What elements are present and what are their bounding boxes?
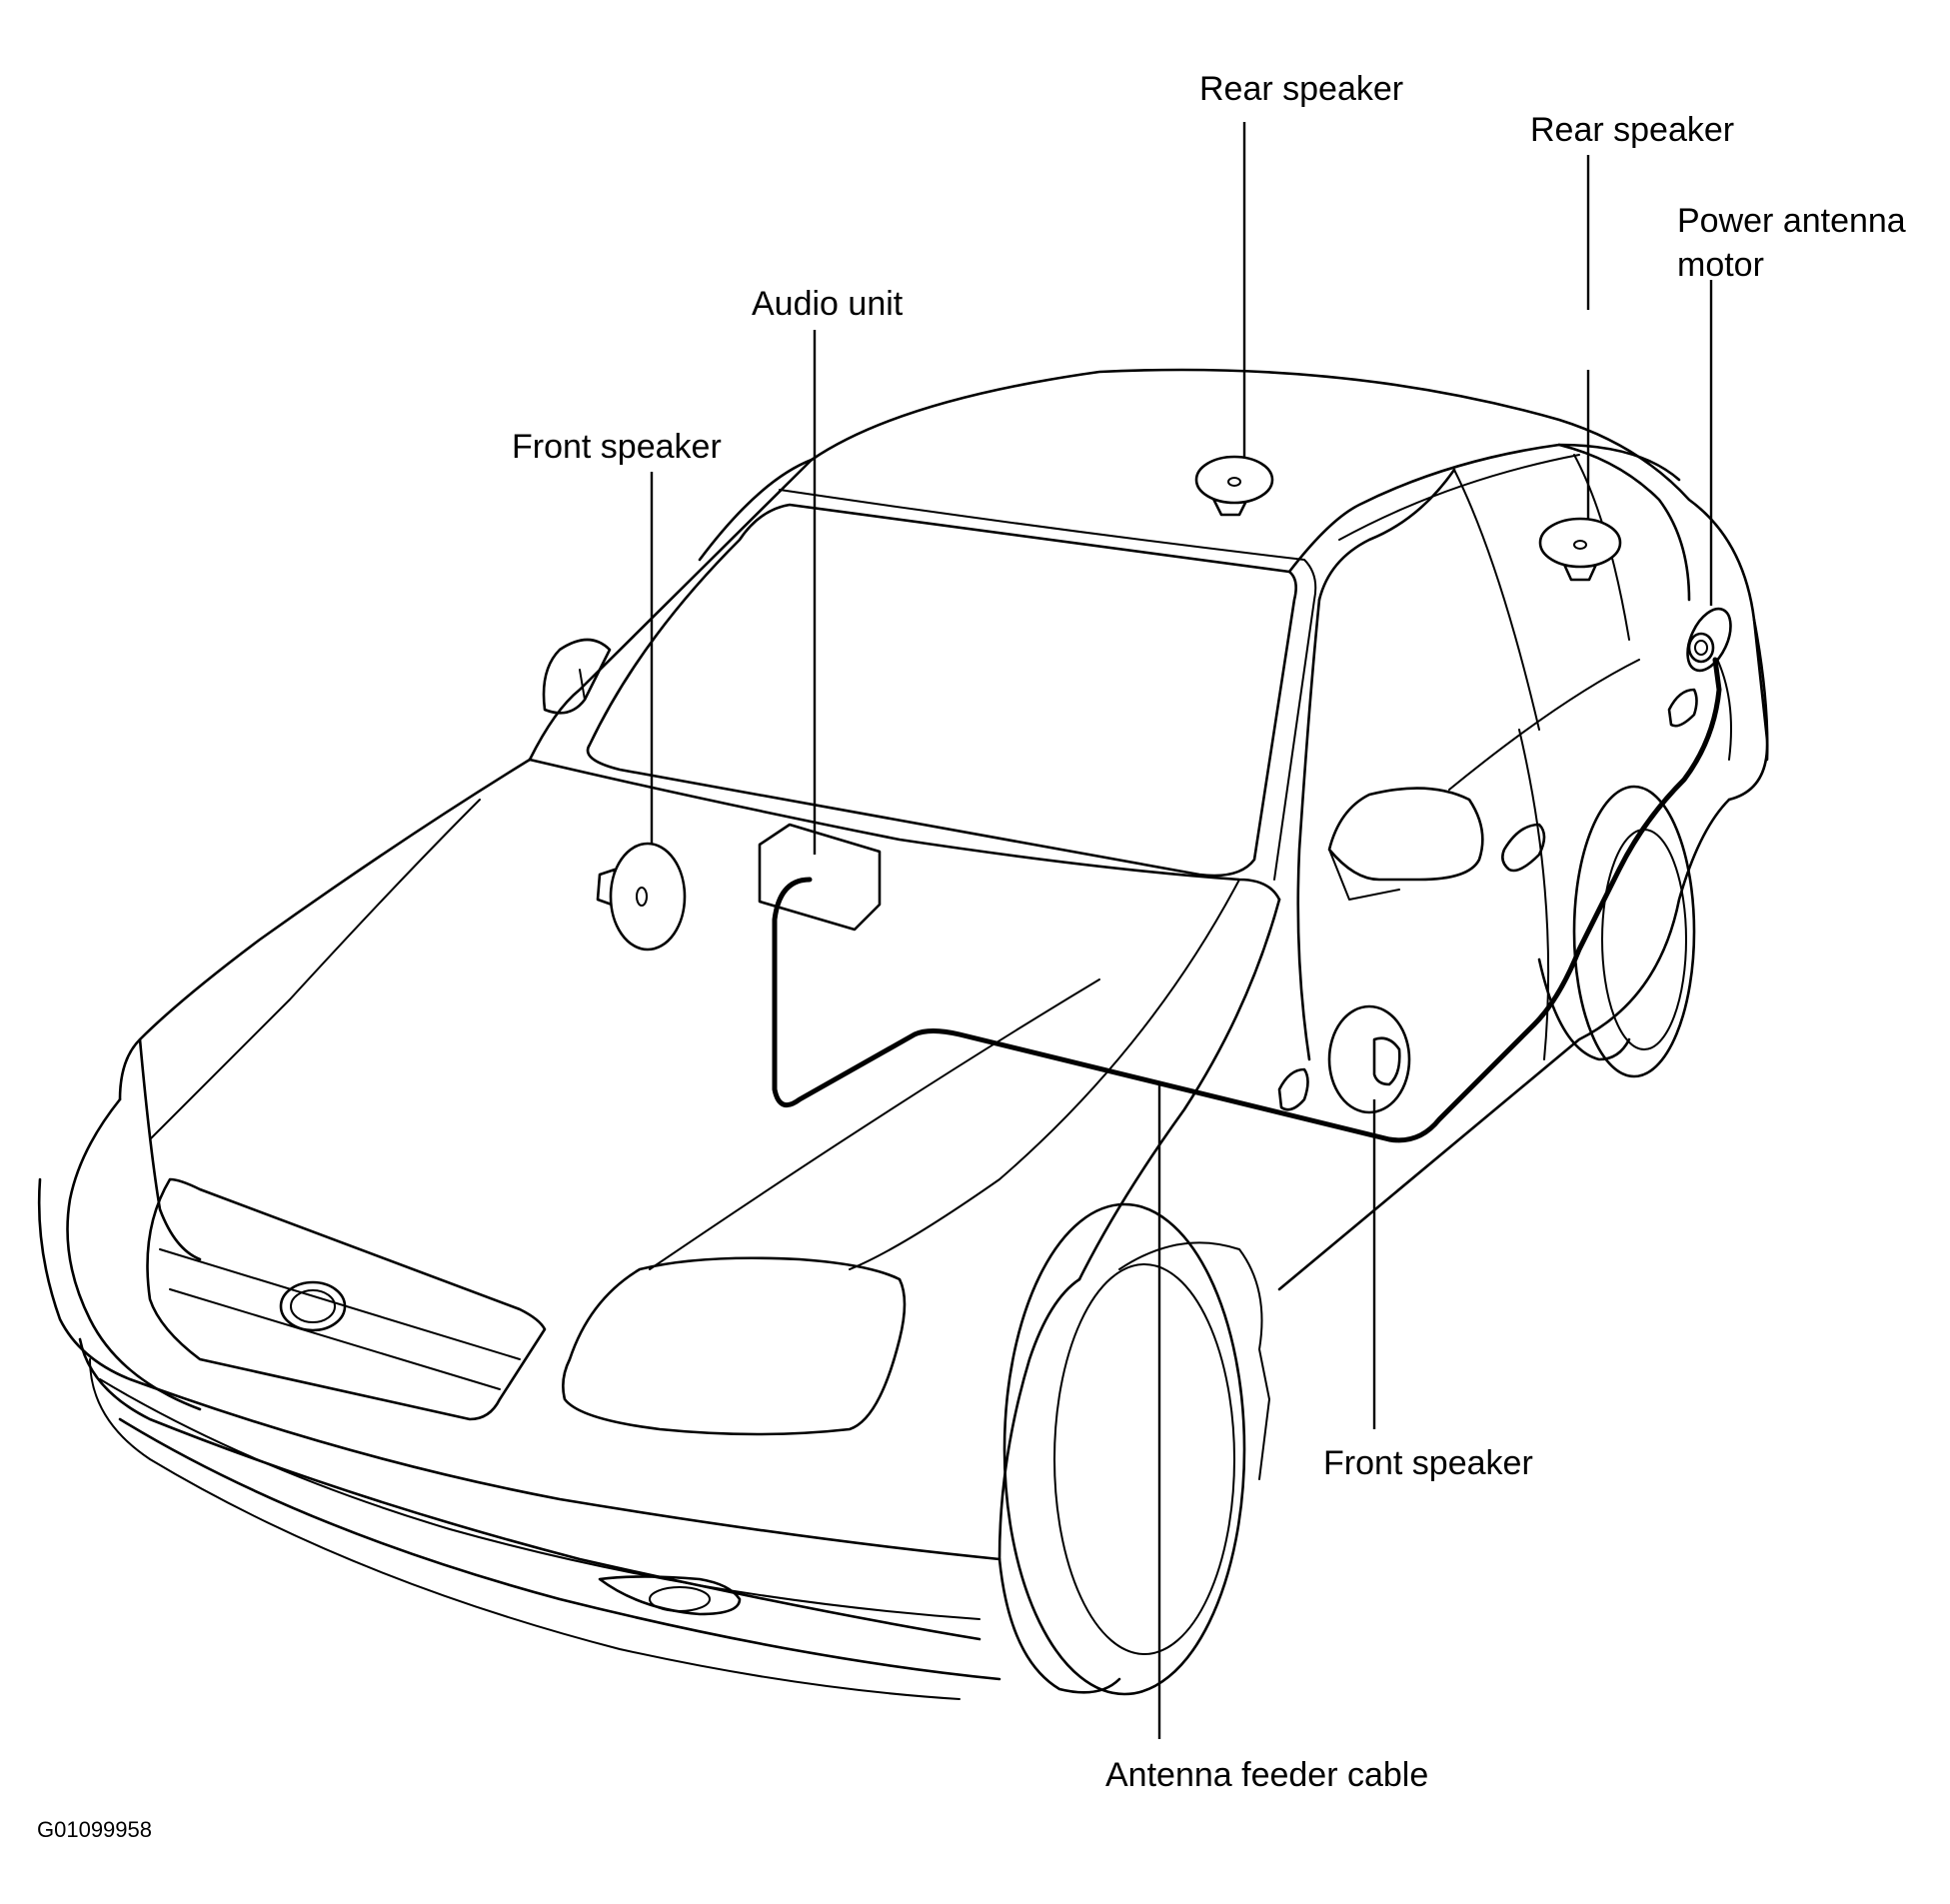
front-speaker-left xyxy=(596,842,687,952)
leader-lines xyxy=(650,122,1713,1739)
front-speaker-right xyxy=(1327,1004,1411,1114)
label-front-speaker-right: Front speaker xyxy=(1323,1444,1533,1482)
rear-speaker-center xyxy=(1194,455,1274,517)
label-rear-speaker-center: Rear speaker xyxy=(1199,70,1403,108)
label-audio-unit: Audio unit xyxy=(752,285,904,323)
label-rear-speaker-right: Rear speaker xyxy=(1530,111,1734,149)
label-front-speaker-left: Front speaker xyxy=(512,428,722,466)
power-antenna-motor xyxy=(1686,607,1732,673)
audio-unit xyxy=(758,823,882,932)
figure-code: G01099958 xyxy=(37,1817,152,1842)
antenna-feeder-cable xyxy=(772,657,1722,1143)
rear-speaker-right xyxy=(1538,517,1622,582)
label-power-antenna-motor-line1: Power antenna xyxy=(1677,202,1906,240)
label-power-antenna-motor-line2: motor xyxy=(1677,246,1764,284)
car-body-outline xyxy=(37,368,1769,1700)
label-antenna-feeder-cable: Antenna feeder cable xyxy=(1105,1756,1428,1794)
